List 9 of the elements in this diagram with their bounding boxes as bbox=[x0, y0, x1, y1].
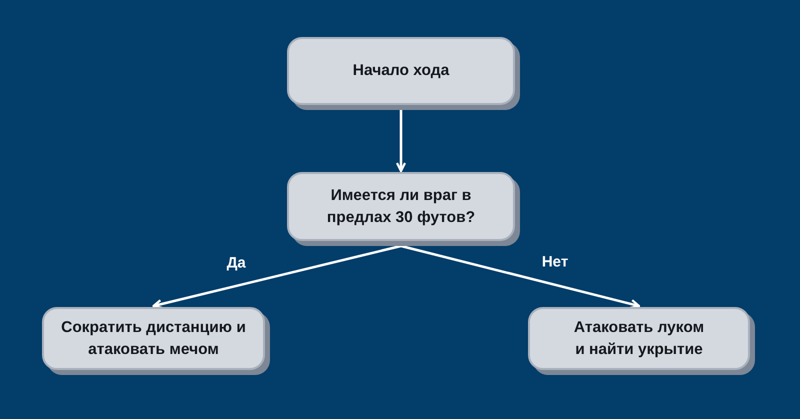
edge-label: Да bbox=[226, 254, 246, 272]
edge-label: Нет bbox=[542, 254, 568, 270]
arrow bbox=[152, 244, 402, 310]
node-text: Начало хода bbox=[352, 61, 450, 82]
node-text: Сократить дистанцию и атаковать мечом bbox=[60, 318, 247, 360]
arrow bbox=[396, 110, 406, 172]
node-text: Атаковать луком и найти укрытие bbox=[572, 318, 706, 360]
arrow bbox=[400, 244, 640, 310]
node-text: Имеется ли враг в предлах 30 футов? bbox=[326, 186, 476, 228]
